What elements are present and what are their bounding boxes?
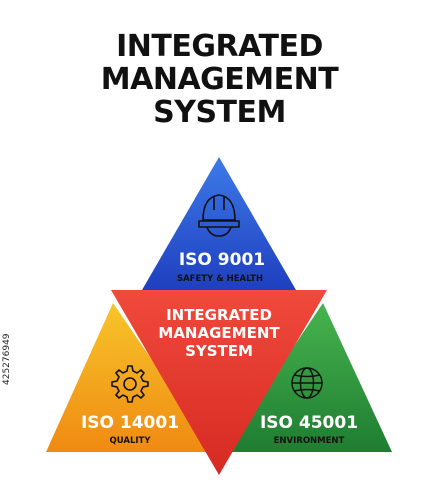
- top-sub: SAFETY & HEALTH: [177, 274, 263, 284]
- globe-icon: [291, 367, 323, 399]
- right-triangle: [223, 303, 392, 452]
- page-title: INTEGRATED MANAGEMENT SYSTEM: [0, 30, 439, 129]
- title-line-2: MANAGEMENT: [100, 62, 339, 97]
- left-sub: QUALITY: [110, 436, 152, 446]
- center-line-1: INTEGRATED: [166, 306, 272, 324]
- top-name: ISO 9001: [179, 250, 265, 270]
- title-line-3: SYSTEM: [153, 95, 286, 130]
- center-line-2: MANAGEMENT: [158, 324, 280, 342]
- left-name: ISO 14001: [81, 413, 179, 433]
- right-sub: ENVIRONMENT: [274, 436, 345, 446]
- center-line-3: SYSTEM: [185, 342, 253, 360]
- gear-icon: [111, 365, 149, 403]
- center-triangle: [111, 290, 327, 475]
- hard-hat-icon: [198, 194, 240, 237]
- stock-id-text: 425276949: [2, 333, 12, 385]
- title-line-1: INTEGRATED: [116, 29, 323, 64]
- top-triangle: [142, 157, 296, 290]
- right-name: ISO 45001: [260, 413, 358, 433]
